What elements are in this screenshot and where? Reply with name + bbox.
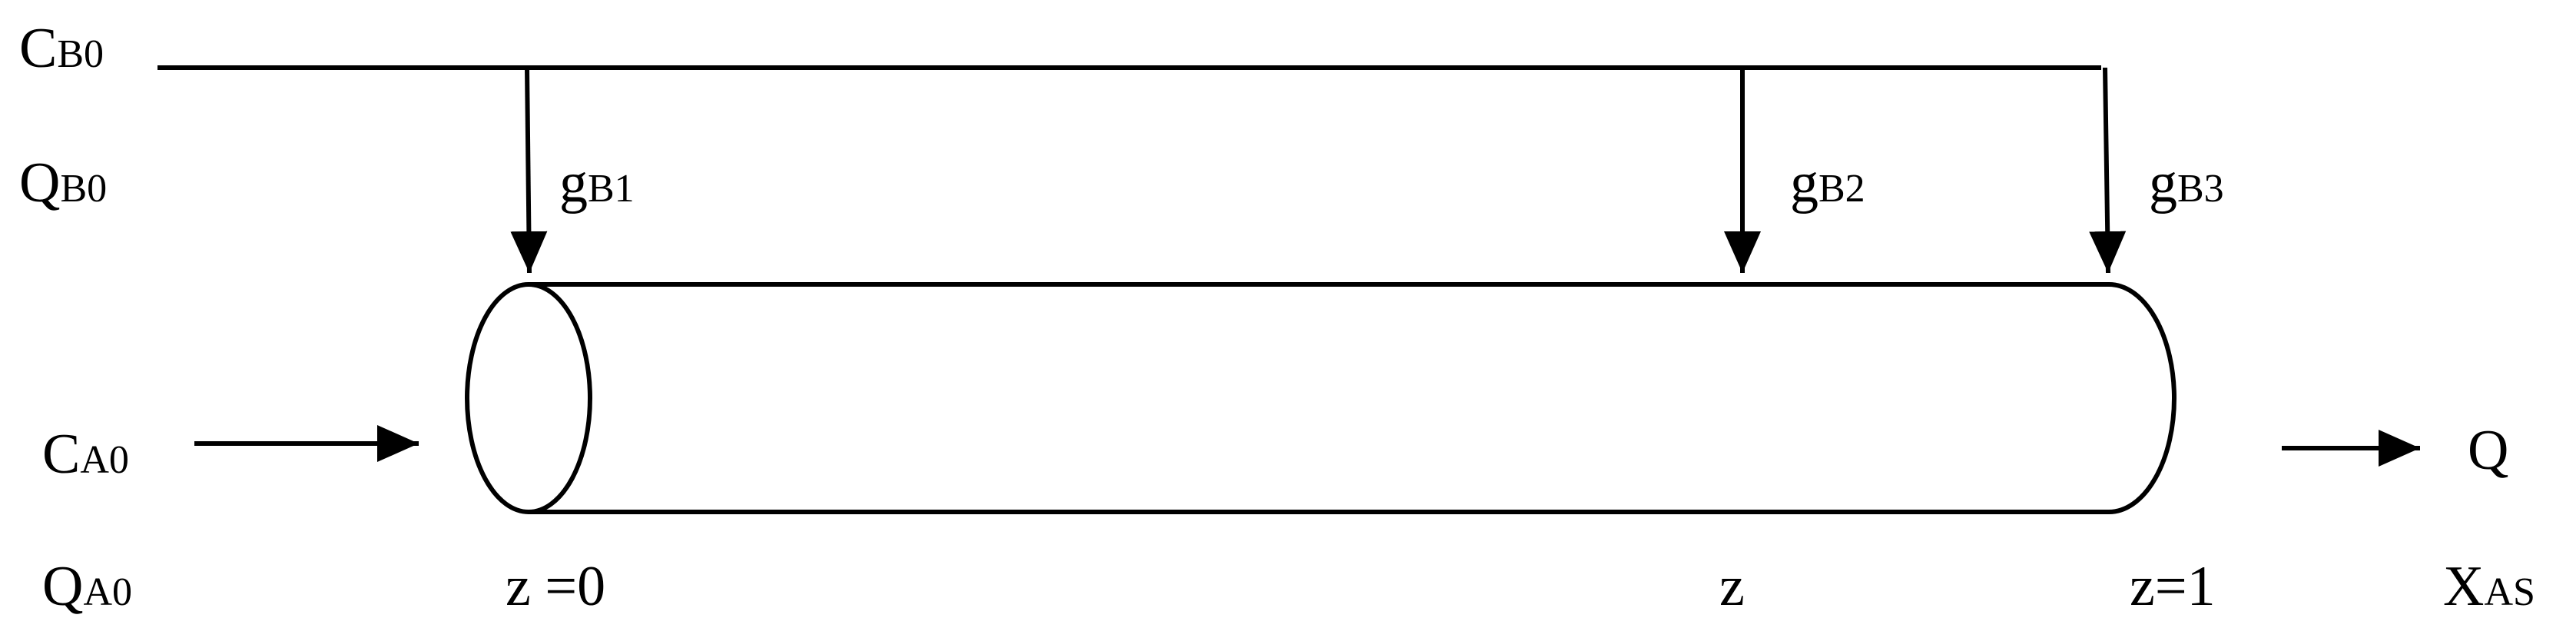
label-q-out: Q <box>2468 419 2508 482</box>
label-ca0: CA0 <box>42 423 129 486</box>
label-qb0: QB0 <box>19 151 107 214</box>
label-qa0: QA0 <box>42 555 132 618</box>
reactor-tube-body <box>529 282 2177 514</box>
label-gb3: gB3 <box>2149 151 2224 214</box>
label-cb0: CB0 <box>19 17 104 80</box>
label-z-mid: z <box>1719 555 1745 618</box>
label-gb2: gB2 <box>1790 151 1865 214</box>
label-gb1: gB1 <box>559 151 635 214</box>
label-xas: XAS <box>2443 555 2535 618</box>
reactor-inlet-face <box>465 282 592 514</box>
arrow-gb1 <box>510 67 548 274</box>
arrow-gb3 <box>2089 67 2127 274</box>
label-z0: z =0 <box>506 555 605 618</box>
label-z1: z=1 <box>2130 555 2216 618</box>
